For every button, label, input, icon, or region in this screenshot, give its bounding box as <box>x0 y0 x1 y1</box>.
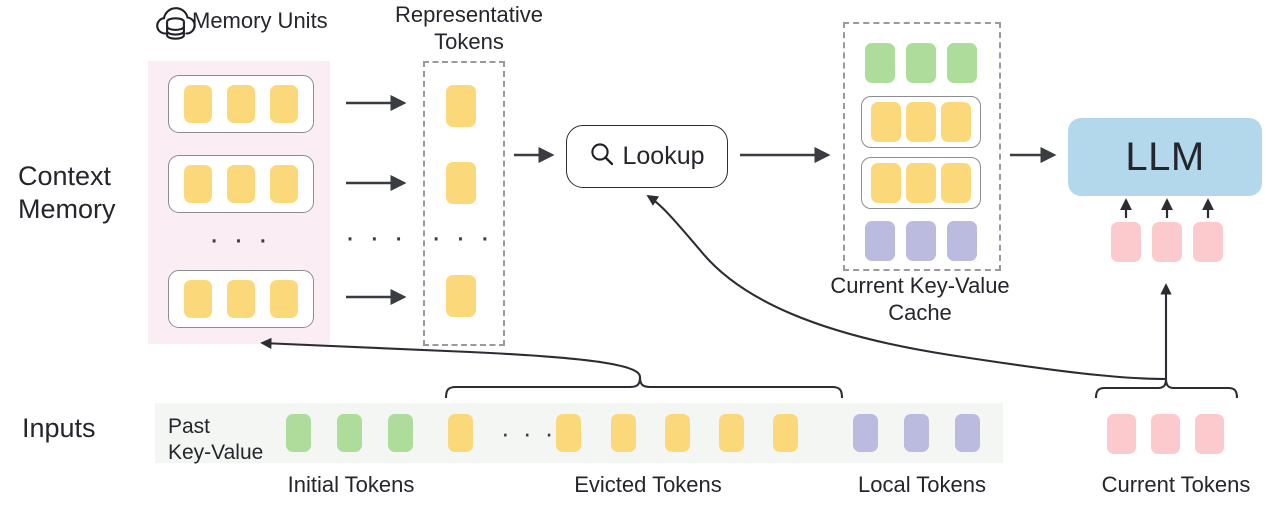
current-tokens-to-llm-arrows <box>1120 198 1214 218</box>
current-tokens-caption: Current Tokens <box>1101 472 1251 497</box>
past-key-value-label: Past Key-Value <box>168 415 264 465</box>
inputs-ellipsis: · · · <box>501 418 557 448</box>
memory-token <box>227 280 255 318</box>
evicted-tokens-brace <box>444 376 844 399</box>
cloud-database-icon <box>155 2 199 46</box>
memory-to-representative-arrows <box>346 94 407 306</box>
input-token-evicted <box>773 414 798 452</box>
lookup-label: Lookup <box>622 142 705 170</box>
llm-input-token <box>1111 222 1141 262</box>
kv-cache-row-retrieved <box>861 96 981 148</box>
context-memory-label: Context Memory <box>18 161 116 224</box>
kv-token-purple <box>906 221 936 261</box>
memory-token <box>270 165 298 203</box>
memory-token <box>184 85 212 123</box>
kv-token-yellow <box>906 163 936 203</box>
kv-cache-row-retrieved <box>861 157 981 209</box>
kv-cache-row-local <box>865 218 977 264</box>
current-token <box>1107 414 1136 454</box>
current-tokens-brace <box>1094 378 1239 399</box>
input-token-local <box>853 414 878 452</box>
current-kv-cache-label: Current Key-Value Cache <box>830 273 1010 325</box>
input-token-evicted <box>611 414 636 452</box>
kv-token-yellow <box>871 163 901 203</box>
search-icon <box>589 141 615 172</box>
initial-tokens-caption: Initial Tokens <box>287 472 415 497</box>
kv-cache-row-initial <box>865 40 977 86</box>
input-token-initial <box>286 414 311 452</box>
memory-units-ellipsis: · · · <box>209 223 271 256</box>
representative-tokens-label: Representative Tokens <box>395 2 543 54</box>
inputs-label: Inputs <box>22 413 96 443</box>
kv-token-yellow <box>941 163 971 203</box>
kv-token-purple <box>947 221 977 261</box>
input-token-evicted <box>448 414 473 452</box>
input-token-local <box>904 414 929 452</box>
input-token-evicted <box>665 414 690 452</box>
memory-token <box>270 85 298 123</box>
representative-token <box>446 85 476 127</box>
memory-unit[interactable] <box>168 155 314 213</box>
evicted-tokens-caption: Evicted Tokens <box>574 472 722 497</box>
input-token-local <box>955 414 980 452</box>
input-token-initial <box>388 414 413 452</box>
llm-input-token <box>1152 222 1182 262</box>
memory-unit[interactable] <box>168 270 314 328</box>
kv-token-yellow <box>871 102 901 142</box>
llm-box[interactable]: LLM <box>1068 118 1262 196</box>
memory-token <box>227 165 255 203</box>
kv-token-green <box>906 43 936 83</box>
memory-token <box>227 85 255 123</box>
current-token <box>1195 414 1224 454</box>
representative-token <box>446 275 476 317</box>
arrow-column-ellipsis: · · · <box>345 221 407 254</box>
memory-units-label: Memory Units <box>192 8 328 33</box>
llm-input-token <box>1193 222 1223 262</box>
memory-unit[interactable] <box>168 75 314 133</box>
kv-token-yellow <box>941 102 971 142</box>
input-token-evicted <box>556 414 581 452</box>
current-token <box>1151 414 1180 454</box>
representative-tokens-ellipsis: · · · <box>431 221 493 254</box>
memory-token <box>184 165 212 203</box>
memory-token <box>184 280 212 318</box>
input-token-initial <box>337 414 362 452</box>
llm-label: LLM <box>1125 134 1205 179</box>
kv-token-purple <box>865 221 895 261</box>
local-tokens-caption: Local Tokens <box>857 472 986 497</box>
kv-token-yellow <box>906 102 936 142</box>
representative-token <box>446 162 476 204</box>
input-token-evicted <box>719 414 744 452</box>
memory-token <box>270 280 298 318</box>
kv-token-green <box>947 43 977 83</box>
lookup-button[interactable]: Lookup <box>566 125 728 188</box>
evicted-to-memory-arrow <box>260 337 642 378</box>
kv-token-green <box>865 43 895 83</box>
